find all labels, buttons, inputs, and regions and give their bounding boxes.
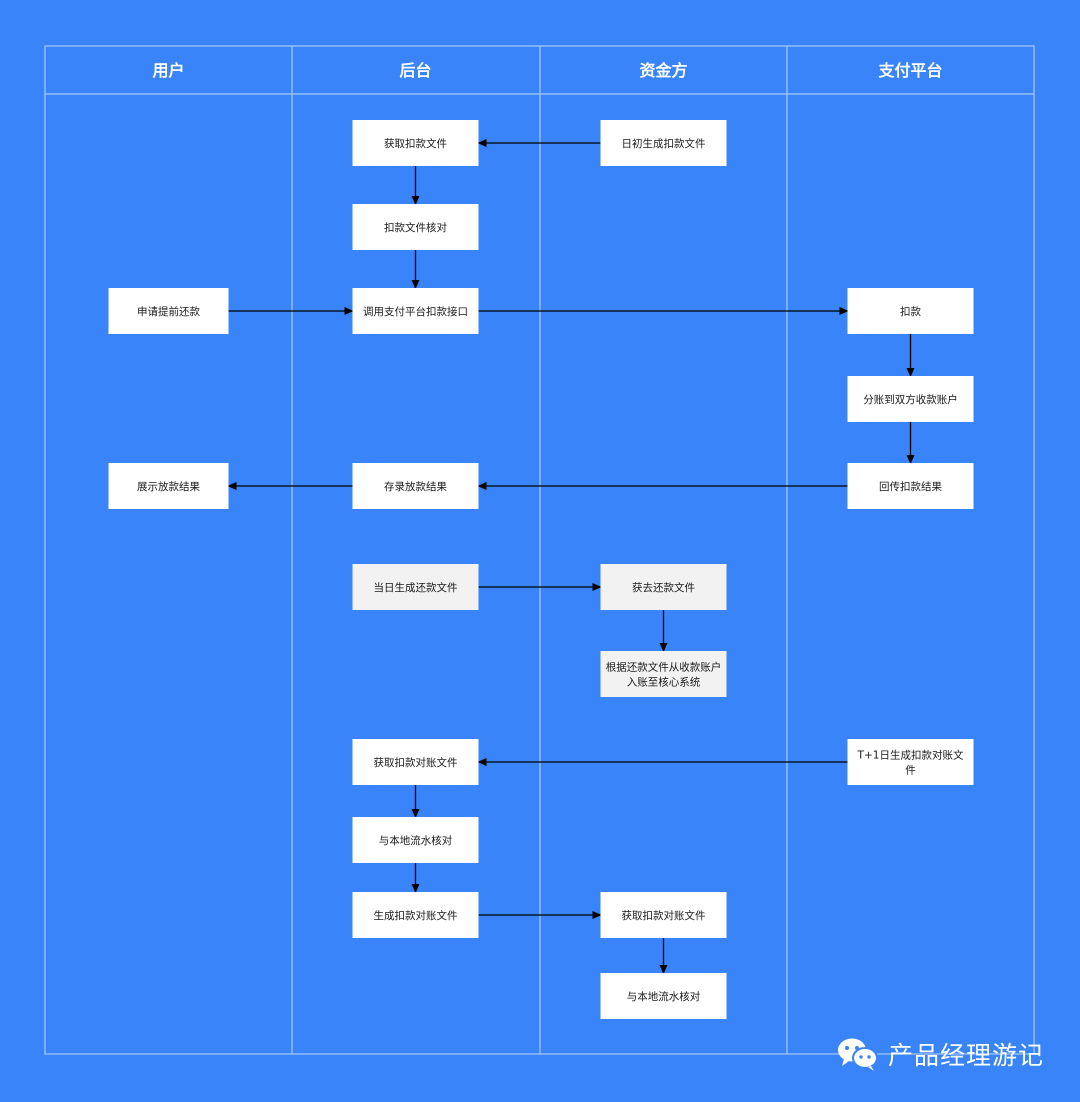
node-label: 获取扣款对账文件 (374, 756, 458, 769)
node-box (352, 204, 479, 250)
process-node: 生成扣款对账文件 (352, 892, 479, 938)
node-label: 根据还款文件从收款账户入账至核心系统 (606, 661, 722, 689)
lane-header-backend: 后台 (399, 61, 431, 80)
node-box (352, 120, 479, 166)
node-box (352, 463, 479, 509)
node-box (847, 463, 974, 509)
wechat-icon (838, 1038, 878, 1071)
node-box (847, 376, 974, 422)
lane-header-user: 用户 (152, 61, 184, 80)
process-node: 与本地流水核对 (600, 973, 727, 1019)
process-node: 获去还款文件 (600, 564, 727, 610)
node-box (847, 288, 974, 334)
node-label: 分账到双方收款账户 (863, 393, 958, 406)
watermark: 产品经理游记 (836, 1034, 1044, 1074)
node-label: 扣款文件核对 (384, 221, 447, 234)
node-box (108, 463, 229, 509)
node-box (600, 973, 727, 1019)
process-node: 分账到双方收款账户 (847, 376, 974, 422)
node-label: 回传扣款结果 (879, 480, 942, 493)
node-label: 扣款 (900, 305, 921, 318)
node-label: 获取扣款对账文件 (622, 909, 706, 922)
node-box (600, 651, 727, 697)
node-box (108, 288, 229, 334)
process-node: 当日生成还款文件 (352, 564, 479, 610)
node-label: T+1日生成扣款对账文件 (857, 749, 964, 777)
node-box (600, 564, 727, 610)
node-label: 存录放款结果 (384, 480, 447, 493)
node-label: 获取扣款文件 (384, 137, 447, 150)
process-node: 回传扣款结果 (847, 463, 974, 509)
node-box (352, 564, 479, 610)
lane-header-funder: 资金方 (639, 61, 687, 80)
node-box (600, 120, 727, 166)
process-node: 根据还款文件从收款账户入账至核心系统 (600, 651, 727, 697)
process-node: 展示放款结果 (108, 463, 229, 509)
node-label: 生成扣款对账文件 (374, 909, 458, 922)
node-box (847, 739, 974, 785)
node-box (352, 739, 479, 785)
process-node: 存录放款结果 (352, 463, 479, 509)
process-node: 获取扣款文件 (352, 120, 479, 166)
node-label: 获去还款文件 (632, 581, 695, 594)
process-node: 申请提前还款 (108, 288, 229, 334)
node-label: 申请提前还款 (137, 305, 200, 318)
process-node: 日初生成扣款文件 (600, 120, 727, 166)
node-label: 展示放款结果 (137, 480, 200, 493)
lane-headers: 用户 后台 资金方 支付平台 (152, 61, 942, 80)
node-box (352, 892, 479, 938)
node-box (352, 288, 479, 334)
process-node: 获取扣款对账文件 (600, 892, 727, 938)
process-node: 获取扣款对账文件 (352, 739, 479, 785)
lane-header-payment: 支付平台 (877, 61, 942, 80)
process-node: 调用支付平台扣款接口 (352, 288, 479, 334)
node-label: 与本地流水核对 (379, 834, 453, 847)
node-label: 与本地流水核对 (627, 990, 701, 1003)
node-box (600, 892, 727, 938)
watermark-text: 产品经理游记 (888, 1041, 1045, 1070)
node-label: 调用支付平台扣款接口 (363, 305, 468, 318)
node-label: 当日生成还款文件 (374, 581, 458, 594)
process-node: 与本地流水核对 (352, 817, 479, 863)
process-node: 扣款 (847, 288, 974, 334)
node-label: 日初生成扣款文件 (622, 137, 706, 150)
node-box (352, 817, 479, 863)
lane-grid (44, 45, 1035, 1055)
connectors (227, 139, 915, 974)
process-node: 扣款文件核对 (352, 204, 479, 250)
process-node: T+1日生成扣款对账文件 (847, 739, 974, 785)
